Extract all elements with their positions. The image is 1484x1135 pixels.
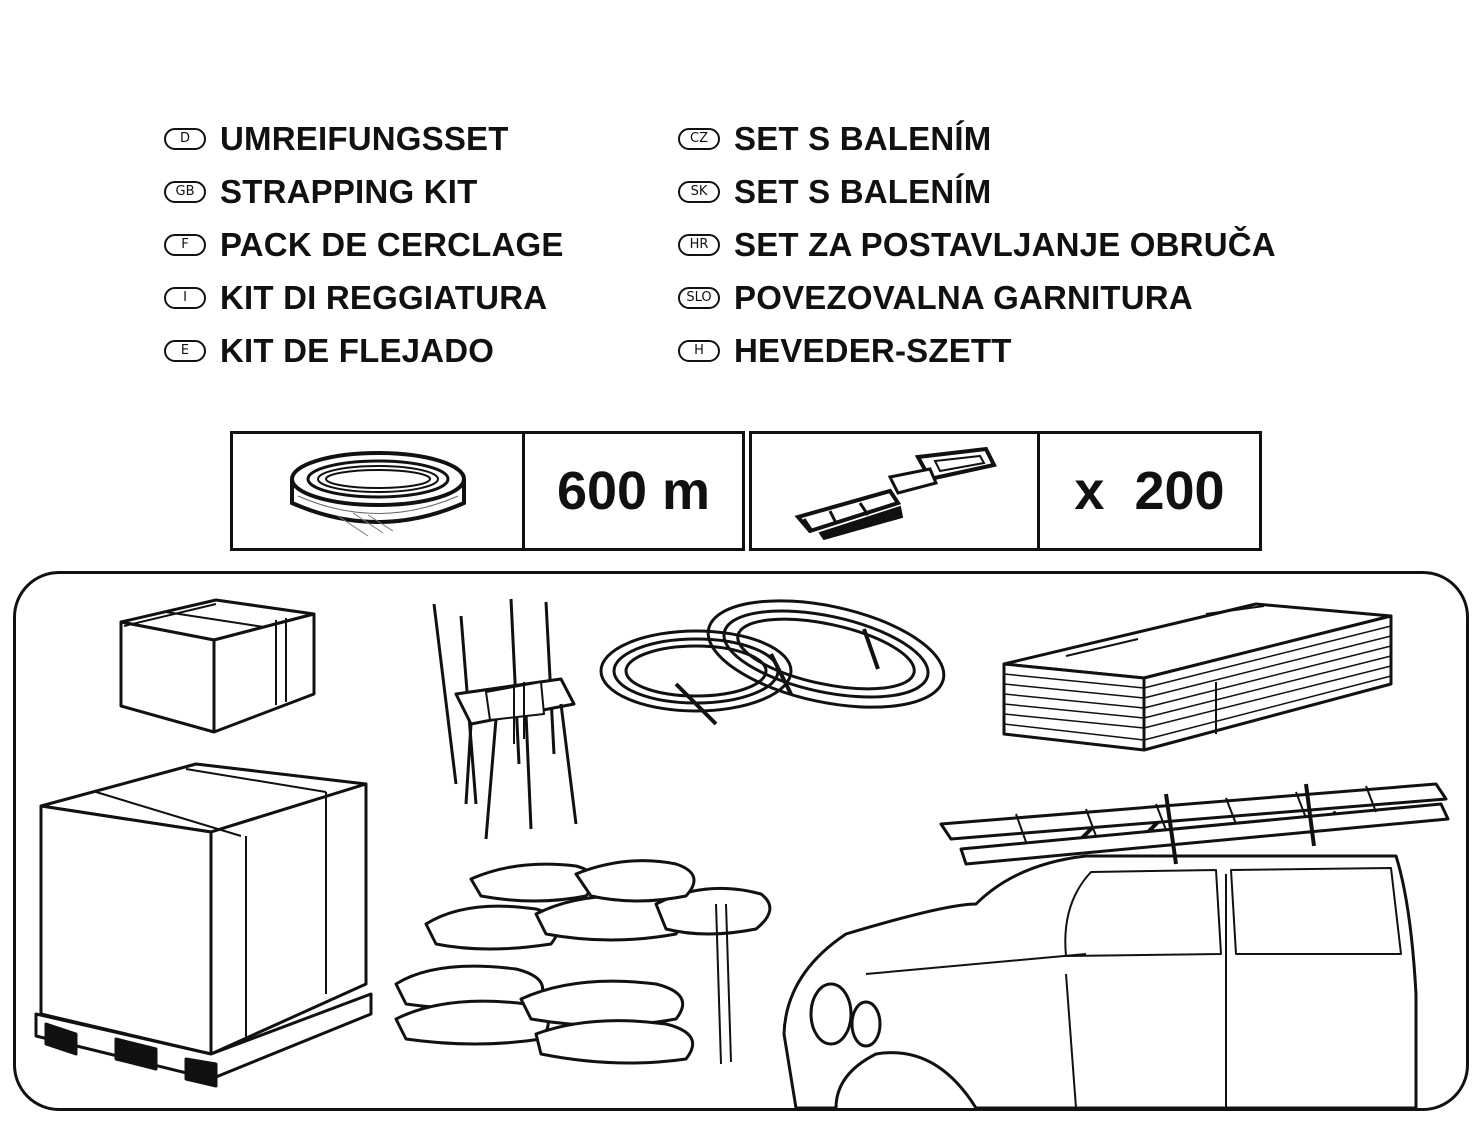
title-row-f: F PACK DE CERCLAGE xyxy=(164,218,564,271)
title-text: SET ZA POSTAVLJANJE OBRUČA xyxy=(734,225,1276,263)
title-row-d: D UMREIFUNGSSET xyxy=(164,112,564,165)
title-text: UMREIFUNGSSET xyxy=(220,119,509,157)
car-roof-rack-ladder xyxy=(782,782,1450,1108)
title-row-e: E KIT DE FLEJADO xyxy=(164,324,564,377)
title-text: SET S BALENÍM xyxy=(734,119,992,157)
language-badge: GB xyxy=(164,180,206,203)
strap-contents-box: 600 m xyxy=(230,431,745,551)
titles-left-column: D UMREIFUNGSSET GB STRAPPING KIT F PACK … xyxy=(164,112,564,377)
language-badge: SK xyxy=(678,180,720,203)
language-badge: SLO xyxy=(678,286,720,309)
title-text: PACK DE CERCLAGE xyxy=(220,225,564,263)
title-row-i: I KIT DI REGGIATURA xyxy=(164,271,564,324)
strapped-board-stack xyxy=(1002,602,1393,752)
language-badge: HR xyxy=(678,233,720,256)
product-titles: D UMREIFUNGSSET GB STRAPPING KIT F PACK … xyxy=(0,0,1484,400)
strap-roll-icon xyxy=(233,434,525,548)
buckle-count: x 200 xyxy=(1074,461,1225,521)
title-text: POVEZOVALNA GARNITURA xyxy=(734,278,1193,316)
title-text: SET S BALENÍM xyxy=(734,172,992,210)
buckle-icon xyxy=(752,434,1040,548)
title-text: KIT DE FLEJADO xyxy=(220,331,495,369)
strapped-box xyxy=(119,598,316,734)
language-badge: I xyxy=(164,286,206,309)
strapped-hose-coils xyxy=(599,599,946,726)
title-row-sk: SK SET S BALENÍM xyxy=(678,165,1276,218)
title-text: HEVEDER-SZETT xyxy=(734,331,1012,369)
strapped-pallet xyxy=(34,762,373,1088)
title-row-hr: HR SET ZA POSTAVLJANJE OBRUČA xyxy=(678,218,1276,271)
language-badge: F xyxy=(164,233,206,256)
language-badge: CZ xyxy=(678,127,720,150)
title-row-cz: CZ SET S BALENÍM xyxy=(678,112,1276,165)
language-badge: D xyxy=(164,127,206,150)
usage-illustrations-panel xyxy=(13,571,1469,1111)
title-row-h: H HEVEDER-SZETT xyxy=(678,324,1276,377)
buckle-count-cell: x 200 xyxy=(1040,434,1259,548)
title-row-slo: SLO POVEZOVALNA GARNITURA xyxy=(678,271,1276,324)
strapped-sandbags xyxy=(394,859,772,1065)
title-row-gb: GB STRAPPING KIT xyxy=(164,165,564,218)
language-badge: E xyxy=(164,339,206,362)
language-badge: H xyxy=(678,339,720,362)
title-text: STRAPPING KIT xyxy=(220,172,478,210)
title-text: KIT DI REGGIATURA xyxy=(220,278,548,316)
titles-right-column: CZ SET S BALENÍM SK SET S BALENÍM HR SET… xyxy=(678,112,1276,377)
strap-length-cell: 600 m xyxy=(525,434,742,548)
strapped-chairs xyxy=(432,598,578,840)
buckle-contents-box: x 200 xyxy=(749,431,1262,551)
strap-length: 600 m xyxy=(556,461,711,521)
